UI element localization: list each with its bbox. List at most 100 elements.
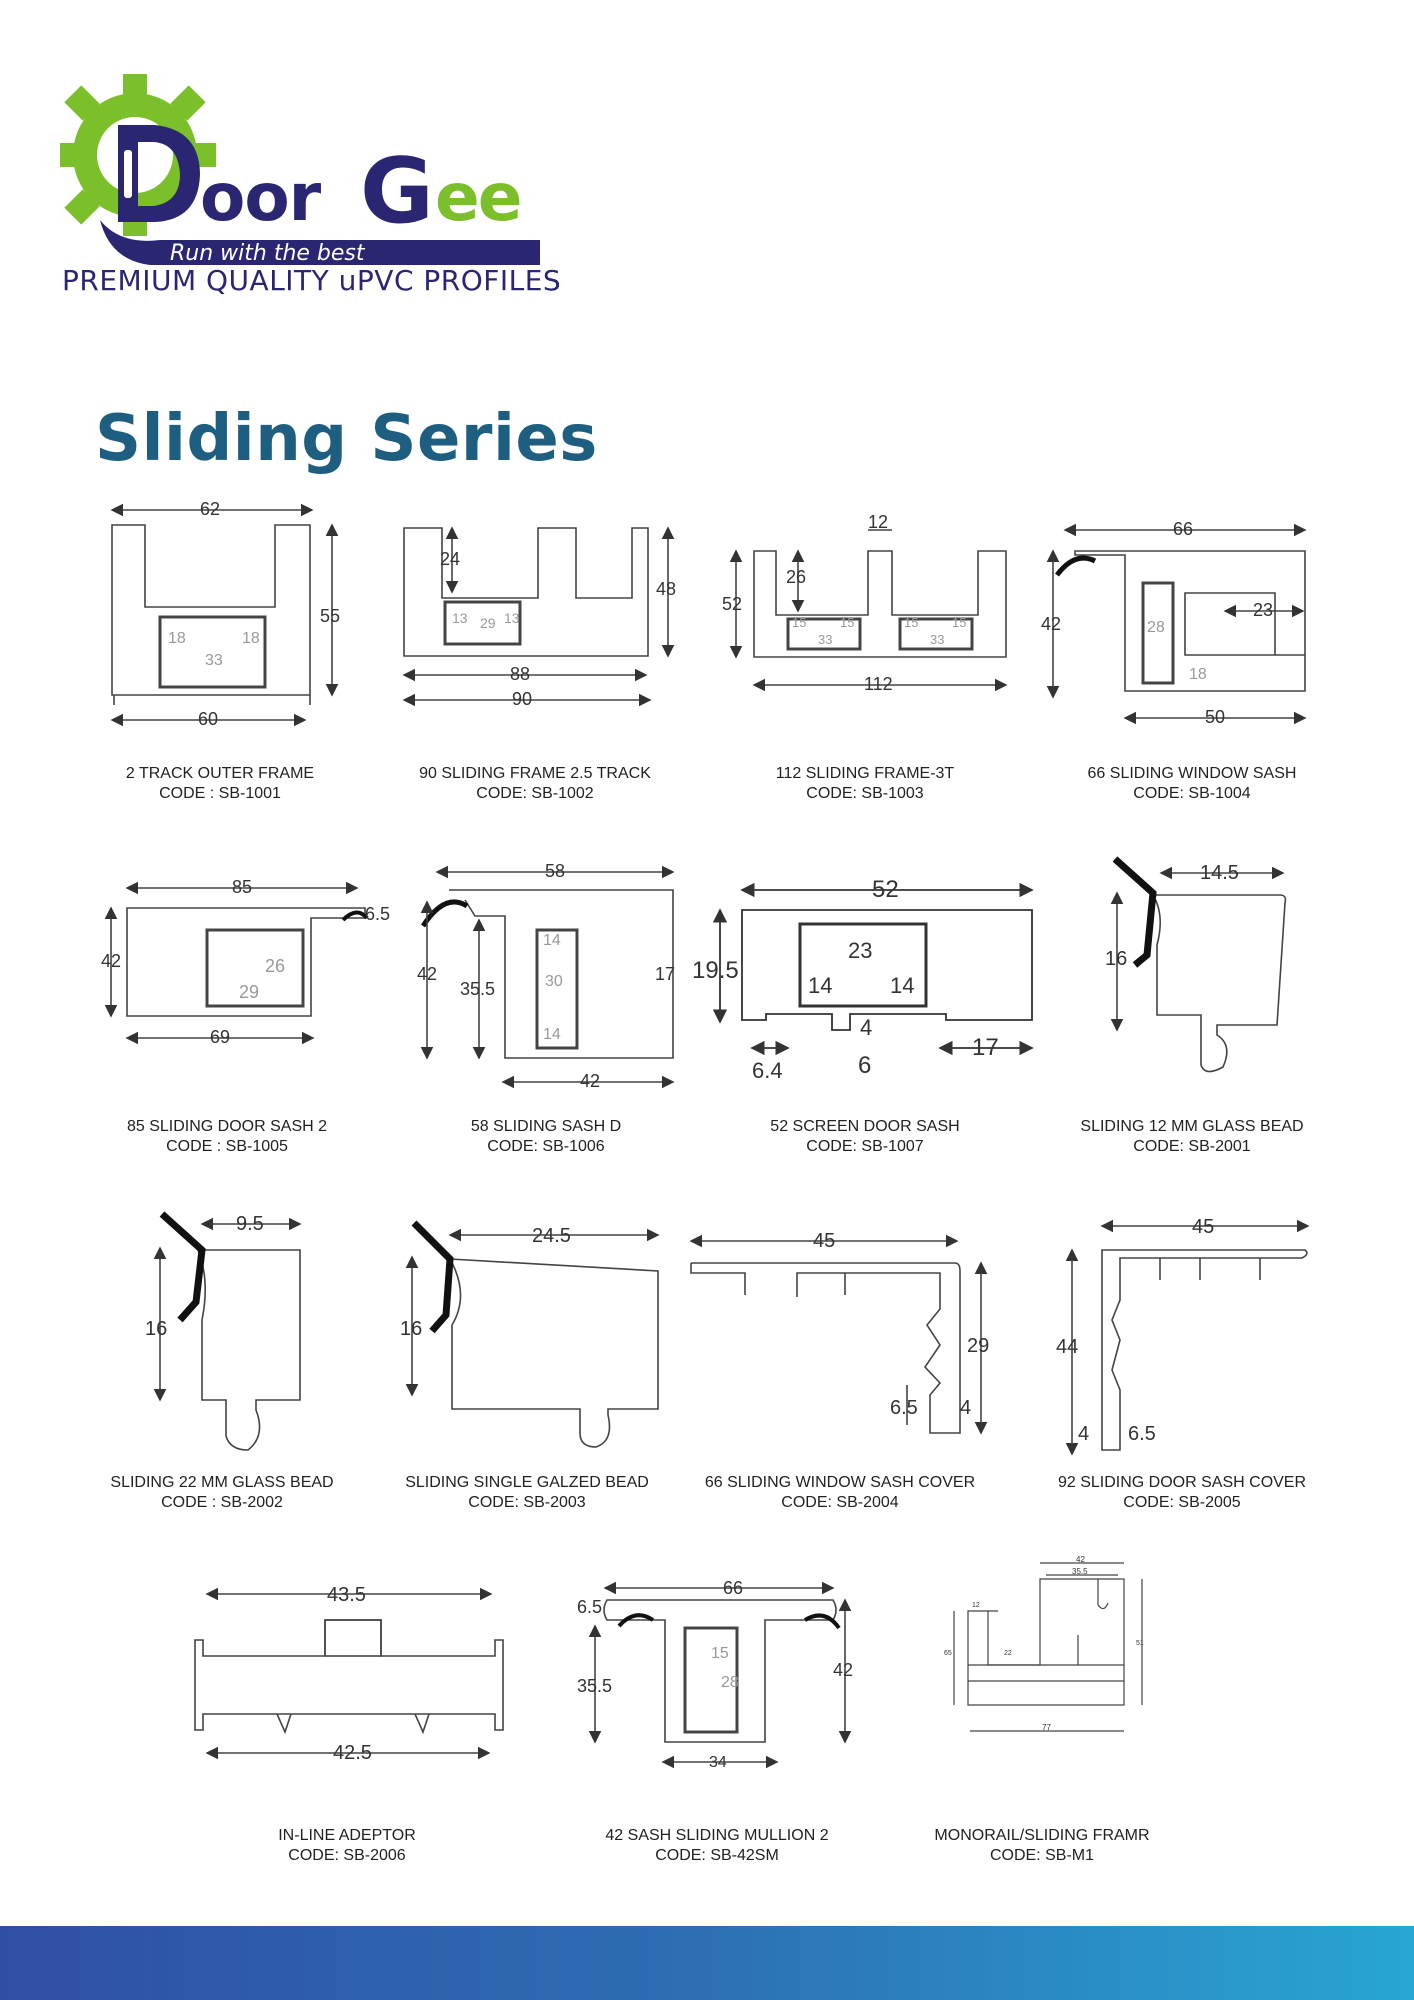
svg-text:42: 42 <box>417 964 437 984</box>
svg-text:6.5: 6.5 <box>365 904 390 924</box>
profile-caption: 52 SCREEN DOOR SASH CODE: SB-1007 <box>725 1117 1005 1157</box>
profile-code: CODE: SB-1003 <box>806 785 924 802</box>
profile-drawing-sb-1002: 24 48 88 90 13 29 13 <box>400 520 690 710</box>
profile-drawing-sb-1004: 66 42 23 28 18 50 <box>1035 515 1315 735</box>
svg-text:35.5: 35.5 <box>460 979 495 999</box>
tagline: PREMIUM QUALITY uPVC PROFILES <box>62 264 562 297</box>
svg-text:42.5: 42.5 <box>333 1742 372 1764</box>
svg-text:62: 62 <box>200 499 220 519</box>
profile-code: CODE: SB-2001 <box>1133 1138 1251 1155</box>
svg-text:12: 12 <box>972 1602 980 1609</box>
profile-caption: 85 SLIDING DOOR SASH 2 CODE : SB-1005 <box>87 1117 367 1157</box>
profile-drawing-sb-2005: 45 44 4 6.5 <box>1050 1210 1310 1460</box>
svg-text:14: 14 <box>808 973 832 998</box>
profile-name: 85 SLIDING DOOR SASH 2 <box>126 1118 328 1135</box>
profile-caption: 112 SLIDING FRAME-3T CODE: SB-1003 <box>725 764 1005 804</box>
profile-caption: IN-LINE ADEPTOR CODE: SB-2006 <box>207 1826 487 1866</box>
svg-text:69: 69 <box>210 1027 230 1047</box>
door-gee-logo: Run with the best oor G ee <box>60 74 540 266</box>
profile-name: 2 TRACK OUTER FRAME <box>125 765 315 782</box>
profile-name: SLIDING 12 MM GLASS BEAD <box>1080 1118 1304 1135</box>
profile-code: CODE: SB-2003 <box>468 1494 586 1511</box>
profile-name: 66 SLIDING WINDOW SASH COVER <box>704 1474 976 1491</box>
profile-code: CODE : SB-1005 <box>166 1138 288 1155</box>
profile-name: 66 SLIDING WINDOW SASH <box>1087 765 1297 782</box>
svg-text:65: 65 <box>944 1650 952 1657</box>
svg-text:33: 33 <box>930 632 944 647</box>
profile-code: CODE : SB-1001 <box>159 785 281 802</box>
profile-name: 42 SASH SLIDING MULLION 2 <box>605 1827 829 1844</box>
svg-text:55: 55 <box>320 606 340 626</box>
svg-text:6.4: 6.4 <box>752 1058 783 1083</box>
profile-name: 112 SLIDING FRAME-3T <box>775 765 955 782</box>
svg-text:50: 50 <box>1205 707 1225 727</box>
profile-name: SLIDING 22 MM GLASS BEAD <box>110 1474 334 1491</box>
svg-text:17: 17 <box>655 964 675 984</box>
svg-text:90: 90 <box>512 689 532 709</box>
profile-code: CODE : SB-2002 <box>161 1494 283 1511</box>
profile-drawing-sb-42sm: 66 6.5 35.5 42 15 28 34 <box>575 1570 865 1780</box>
svg-text:28: 28 <box>1147 619 1165 636</box>
profile-caption: 66 SLIDING WINDOW SASH CODE: SB-1004 <box>1052 764 1332 804</box>
svg-text:42: 42 <box>101 951 121 971</box>
svg-text:14: 14 <box>543 1026 561 1043</box>
profile-code: CODE: SB-M1 <box>989 1847 1094 1864</box>
svg-text:35.5: 35.5 <box>577 1676 612 1696</box>
profile-name: SLIDING SINGLE GALZED BEAD <box>405 1474 649 1491</box>
svg-text:G: G <box>360 139 434 244</box>
profile-drawing-sb-1006: 58 42 35.5 14 30 17 14 42 <box>415 860 690 1091</box>
svg-text:60: 60 <box>198 709 218 729</box>
svg-text:16: 16 <box>400 1318 422 1340</box>
svg-text:22: 22 <box>1004 1650 1012 1657</box>
svg-text:15: 15 <box>792 615 806 630</box>
svg-text:33: 33 <box>818 632 832 647</box>
svg-text:45: 45 <box>813 1230 835 1252</box>
svg-text:15: 15 <box>952 615 966 630</box>
svg-text:35.5: 35.5 <box>1072 1567 1088 1576</box>
profile-caption: SLIDING 22 MM GLASS BEAD CODE : SB-2002 <box>82 1473 362 1513</box>
page-title: Sliding Series <box>95 402 598 476</box>
svg-text:4: 4 <box>960 1397 971 1419</box>
profile-code: CODE: SB-1007 <box>806 1138 924 1155</box>
svg-text:29: 29 <box>480 615 496 631</box>
svg-text:16: 16 <box>1105 948 1127 970</box>
profile-caption: SLIDING SINGLE GALZED BEAD CODE: SB-2003 <box>387 1473 667 1513</box>
svg-text:6.5: 6.5 <box>890 1397 918 1419</box>
svg-text:15: 15 <box>904 615 918 630</box>
svg-text:16: 16 <box>145 1318 167 1340</box>
profile-code: CODE: SB-2005 <box>1123 1494 1241 1511</box>
profile-code: CODE: SB-2006 <box>288 1847 406 1864</box>
svg-text:18: 18 <box>168 630 186 647</box>
profile-caption: MONORAIL/SLIDING FRAMR CODE: SB-M1 <box>902 1826 1182 1866</box>
svg-text:13: 13 <box>504 610 520 626</box>
profile-code: CODE: SB-1002 <box>476 785 594 802</box>
svg-text:42: 42 <box>580 1071 600 1091</box>
svg-text:12: 12 <box>868 512 888 532</box>
svg-text:29: 29 <box>239 982 259 1002</box>
svg-text:9.5: 9.5 <box>236 1213 264 1235</box>
profile-drawing-sb-2004: 45 29 6.5 4 <box>685 1225 995 1440</box>
logo-slogan: Run with the best <box>170 241 366 266</box>
profile-drawing-sb-2001: 14.5 16 <box>1105 855 1305 1090</box>
profile-drawing-sb-1007: 52 19.5 23 14 14 4 6.4 6 17 <box>690 870 1045 1085</box>
svg-text:34: 34 <box>709 1754 727 1771</box>
svg-text:58: 58 <box>545 861 565 881</box>
svg-text:ee: ee <box>435 159 521 236</box>
profile-caption: 90 SLIDING FRAME 2.5 TRACK CODE: SB-1002 <box>395 764 675 804</box>
svg-text:29: 29 <box>967 1335 989 1357</box>
svg-text:4: 4 <box>1078 1423 1089 1445</box>
profile-caption: 42 SASH SLIDING MULLION 2 CODE: SB-42SM <box>577 1826 857 1866</box>
svg-text:52: 52 <box>722 594 742 614</box>
svg-text:26: 26 <box>265 956 285 976</box>
svg-text:42: 42 <box>1041 614 1061 634</box>
profile-caption: SLIDING 12 MM GLASS BEAD CODE: SB-2001 <box>1052 1117 1332 1157</box>
profile-code: CODE: SB-1004 <box>1133 785 1251 802</box>
svg-text:14.5: 14.5 <box>1200 862 1239 884</box>
profile-name: IN-LINE ADEPTOR <box>278 1827 416 1844</box>
profile-drawing-sb-2002: 9.5 16 <box>140 1210 315 1455</box>
svg-text:18: 18 <box>242 630 260 647</box>
svg-text:6.5: 6.5 <box>1128 1423 1156 1445</box>
svg-text:30: 30 <box>545 973 563 990</box>
svg-text:48: 48 <box>656 579 676 599</box>
profile-name: 52 SCREEN DOOR SASH <box>770 1118 960 1135</box>
